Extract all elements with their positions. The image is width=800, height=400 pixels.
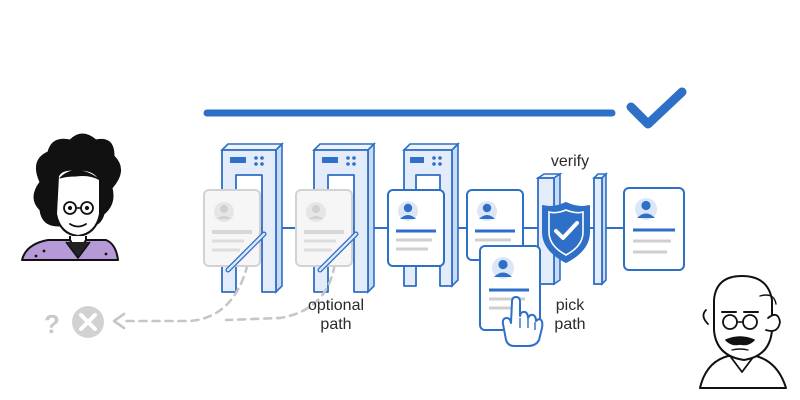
x-circle-icon xyxy=(72,306,104,338)
id-card-4 xyxy=(466,189,524,261)
person-curly-hair-avatar xyxy=(21,133,121,261)
optional-path-label-line2: path xyxy=(320,316,352,333)
optional-path-label: optional path xyxy=(296,296,376,334)
checkmark-icon xyxy=(626,87,687,129)
gate-bar-2-inner xyxy=(318,232,358,272)
gate-bar-1-inner xyxy=(226,232,266,272)
id-card-faded-1 xyxy=(203,189,261,267)
id-card-3 xyxy=(387,189,445,267)
pick-path-label: pick path xyxy=(546,296,594,334)
pointing-hand-icon xyxy=(501,296,544,347)
verify-pillar-right xyxy=(592,172,608,286)
pick-path-label-line2: path xyxy=(554,316,586,333)
question-mark: ? xyxy=(44,309,60,339)
id-card-faded-2 xyxy=(295,189,353,267)
person-old-man-avatar xyxy=(699,275,787,389)
arrowhead xyxy=(112,312,126,330)
verify-label: verify xyxy=(550,153,590,170)
optional-path-label-line1: optional xyxy=(307,297,365,314)
shield-check-icon xyxy=(542,202,590,263)
pick-path-label-line1: pick xyxy=(555,297,585,314)
id-card-verified xyxy=(623,187,685,271)
